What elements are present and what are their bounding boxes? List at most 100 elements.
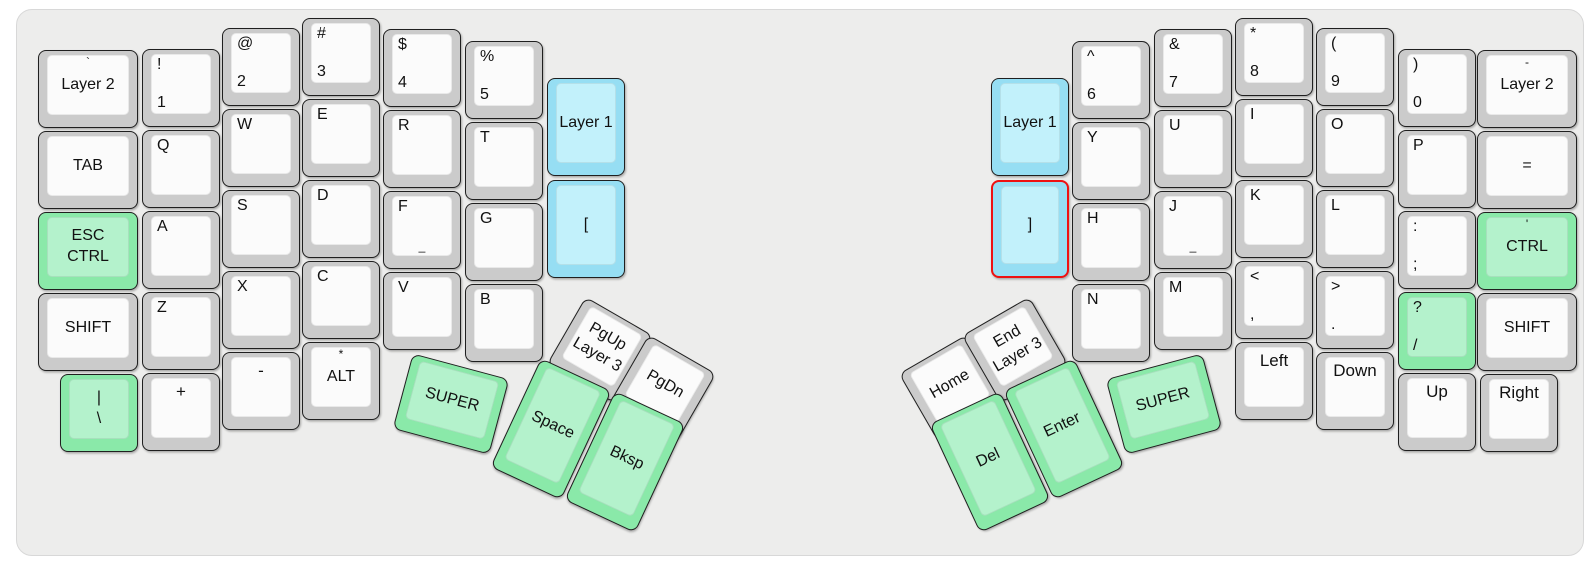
key-super-left[interactable]: SUPER	[392, 353, 510, 455]
key-r[interactable]: R	[383, 110, 461, 188]
key-label: B	[480, 291, 491, 308]
key-d[interactable]: D	[302, 180, 380, 258]
key-f[interactable]: F_	[383, 191, 461, 269]
key-label: SHIFT	[64, 318, 112, 336]
key-left-arrow[interactable]: Left	[1235, 342, 1313, 420]
key-face: L	[1325, 195, 1385, 255]
key-label: G	[480, 210, 493, 227]
key-down-arrow[interactable]: Down	[1316, 352, 1394, 430]
key-face: I	[1244, 104, 1304, 164]
key-z[interactable]: Z	[142, 292, 220, 370]
key-1[interactable]: !1	[142, 49, 220, 127]
key-label: V	[398, 279, 409, 296]
key-m[interactable]: M	[1154, 272, 1232, 350]
key-label: `	[86, 55, 90, 69]
key-label: P	[1413, 137, 1424, 154]
key-label: +	[176, 382, 186, 401]
key-0[interactable]: )0	[1398, 49, 1476, 127]
key-layer2-right[interactable]: -Layer 2	[1477, 50, 1577, 128]
key-x[interactable]: X	[222, 271, 300, 349]
key-9[interactable]: (9	[1316, 28, 1394, 106]
key-label: 0	[1413, 93, 1422, 111]
key-k[interactable]: K	[1235, 180, 1313, 258]
key-pipe-backslash[interactable]: | \	[60, 374, 138, 452]
key-right-arrow[interactable]: Right	[1480, 374, 1558, 452]
key-layer1-right[interactable]: Layer 1	[991, 78, 1069, 176]
key-face: P	[1407, 135, 1467, 195]
key-super-right[interactable]: SUPER	[1105, 353, 1223, 455]
key-a[interactable]: A	[142, 211, 220, 289]
key-face: O	[1325, 114, 1385, 174]
key-face: W	[231, 114, 291, 174]
key-period[interactable]: >.	[1316, 271, 1394, 349]
key-face: 'CTRL	[1486, 217, 1568, 277]
key-face: K	[1244, 185, 1304, 245]
key-u[interactable]: U	[1154, 110, 1232, 188]
key-label: )	[1413, 56, 1419, 73]
key-n[interactable]: N	[1072, 284, 1150, 362]
key-right-bracket[interactable]: ]	[991, 180, 1069, 278]
key-3[interactable]: #3	[302, 18, 380, 96]
key-layer2-left[interactable]: `Layer 2	[38, 50, 138, 128]
key-7[interactable]: &7	[1154, 29, 1232, 107]
key-w[interactable]: W	[222, 109, 300, 187]
key-face: N	[1081, 289, 1141, 349]
key-label: 6	[1087, 85, 1096, 103]
key-left-bracket[interactable]: [	[547, 180, 625, 278]
key-tab[interactable]: TAB	[38, 131, 138, 209]
key-g[interactable]: G	[465, 203, 543, 281]
key-l[interactable]: L	[1316, 190, 1394, 268]
key-b[interactable]: B	[465, 284, 543, 362]
key-semicolon[interactable]: :;	[1398, 211, 1476, 289]
key-face: %5	[474, 46, 534, 106]
key-2[interactable]: @2	[222, 28, 300, 106]
key-face: *8	[1244, 23, 1304, 83]
key-face: >.	[1325, 276, 1385, 336]
key-slash[interactable]: ?/	[1398, 292, 1476, 370]
key-equals[interactable]: =	[1477, 131, 1577, 209]
key-e[interactable]: E	[302, 99, 380, 177]
key-label: ESC CTRL	[67, 227, 109, 265]
key-5[interactable]: %5	[465, 41, 543, 119]
key-label: F	[398, 198, 408, 215]
key-quote-ctrl[interactable]: 'CTRL	[1477, 212, 1577, 290]
key-label: 8	[1250, 62, 1259, 80]
key-face: *ALT	[311, 347, 371, 407]
key-label: Q	[157, 137, 170, 154]
key-label: N	[1087, 291, 1099, 308]
key-h[interactable]: H	[1072, 203, 1150, 281]
key-shift-left[interactable]: SHIFT	[38, 293, 138, 371]
key-up-arrow[interactable]: Up	[1398, 373, 1476, 451]
key-face: G	[474, 208, 534, 268]
key-comma[interactable]: <,	[1235, 261, 1313, 339]
key-v[interactable]: V	[383, 272, 461, 350]
key-layer1-left[interactable]: Layer 1	[547, 78, 625, 176]
key-label: 4	[398, 73, 407, 91]
key-i[interactable]: I	[1235, 99, 1313, 177]
key-minus-left[interactable]: -	[222, 352, 300, 430]
key-label: _	[1189, 239, 1197, 254]
key-label: ^	[1087, 48, 1095, 65]
key-alt[interactable]: *ALT	[302, 342, 380, 420]
key-shift-right[interactable]: SHIFT	[1477, 293, 1577, 371]
key-esc-ctrl[interactable]: ESC CTRL	[38, 212, 138, 290]
key-p[interactable]: P	[1398, 130, 1476, 208]
key-8[interactable]: *8	[1235, 18, 1313, 96]
key-label: 9	[1331, 72, 1340, 90]
key-face: F_	[392, 196, 452, 256]
key-o[interactable]: O	[1316, 109, 1394, 187]
key-label: !	[157, 56, 162, 73]
key-s[interactable]: S	[222, 190, 300, 268]
key-label: Z	[157, 299, 167, 316]
key-c[interactable]: C	[302, 261, 380, 339]
key-label: 1	[157, 93, 166, 111]
key-4[interactable]: $4	[383, 29, 461, 107]
key-y[interactable]: Y	[1072, 122, 1150, 200]
key-q[interactable]: Q	[142, 130, 220, 208]
key-label: TAB	[73, 156, 103, 174]
key-6[interactable]: ^6	[1072, 41, 1150, 119]
key-t[interactable]: T	[465, 122, 543, 200]
key-plus[interactable]: +	[142, 373, 220, 451]
key-label: :	[1413, 218, 1418, 235]
key-j[interactable]: J_	[1154, 191, 1232, 269]
